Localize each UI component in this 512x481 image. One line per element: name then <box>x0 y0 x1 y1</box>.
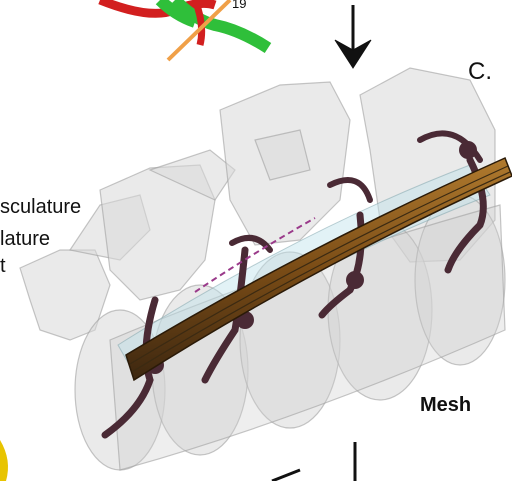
inset-number: 19 <box>232 0 246 11</box>
down-arrow-top <box>335 5 371 68</box>
arrow-bottom <box>272 442 355 481</box>
mesh-label: Mesh <box>420 394 471 417</box>
legend-text-3: t <box>0 255 6 278</box>
legend-text-2: lature <box>0 228 50 251</box>
panel-label: C. <box>468 58 492 86</box>
screw-head-3 <box>346 271 364 289</box>
legend-text-1: sculature <box>0 196 81 219</box>
yellow-object-edge <box>0 440 8 481</box>
screw-head-4 <box>459 141 477 159</box>
